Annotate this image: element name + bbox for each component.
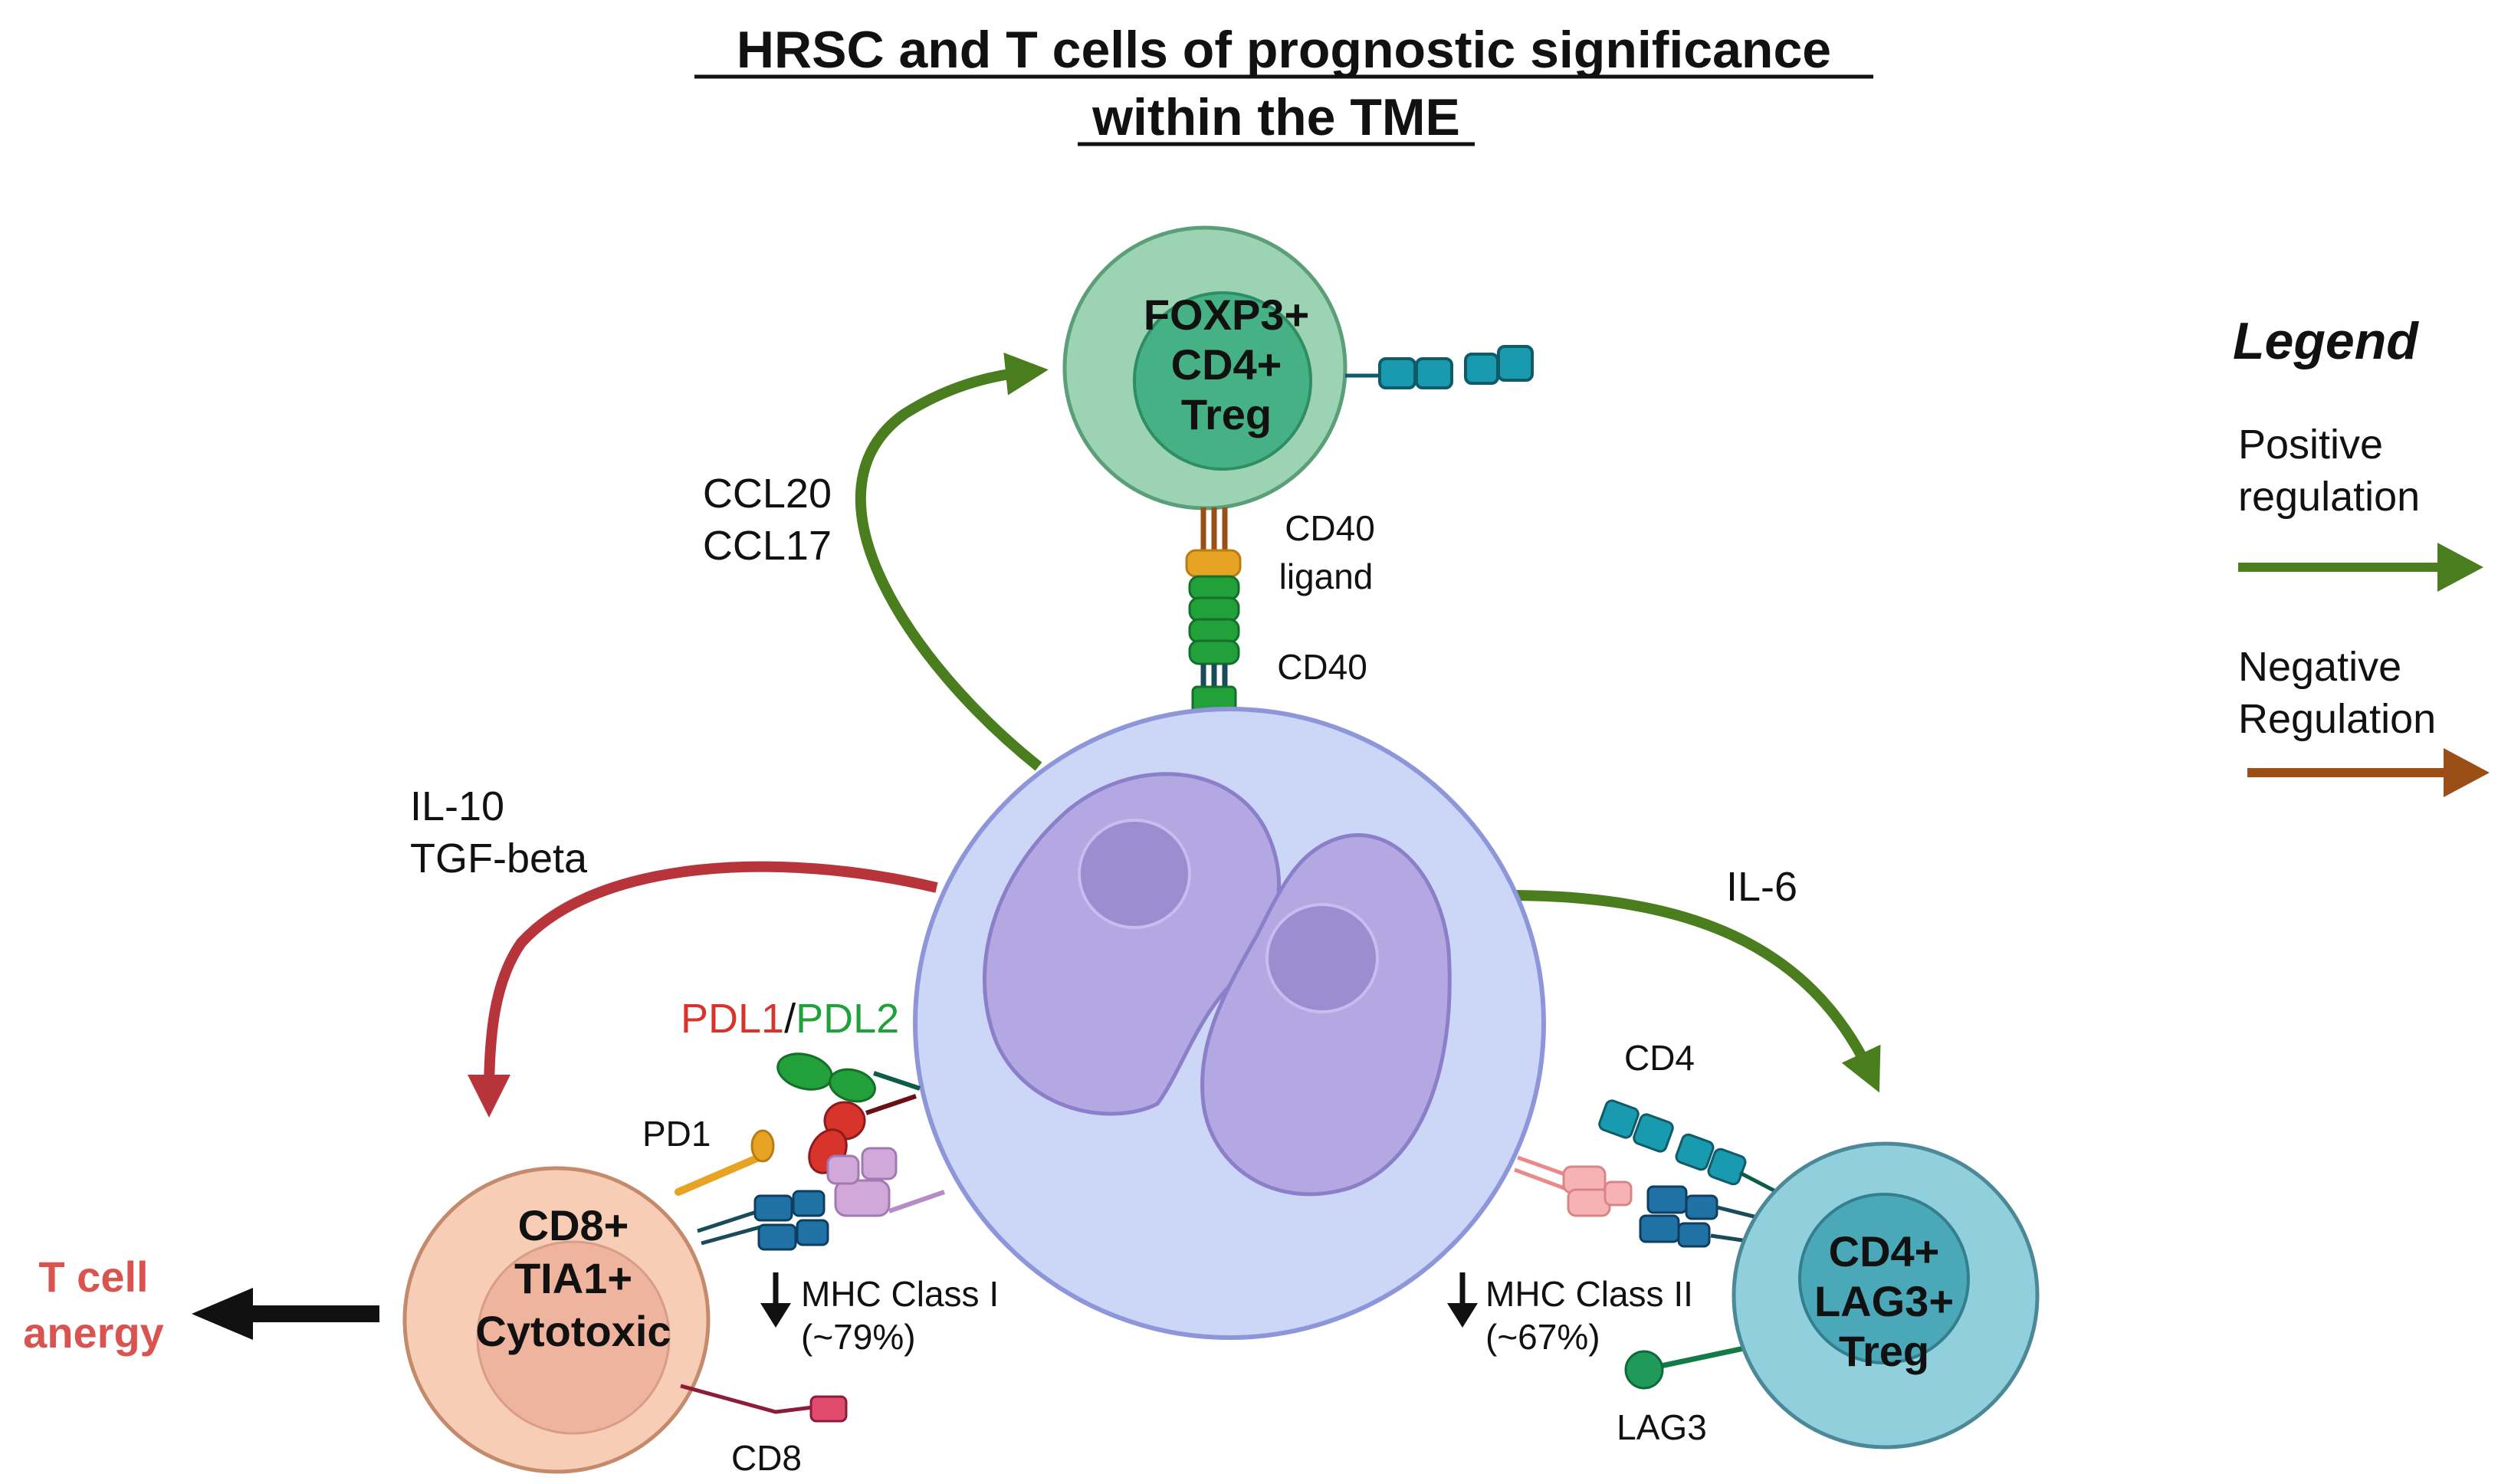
mhc1-label-1: MHC Class I xyxy=(801,1274,999,1314)
anergy-label-1: T cell xyxy=(38,1253,148,1301)
legend-negative-line-1: Negative xyxy=(2238,644,2401,690)
cd8-receptor-label: CD8 xyxy=(731,1438,802,1478)
legend-heading: Legend xyxy=(2233,312,2419,370)
legend-positive-line-1: Positive xyxy=(2238,422,2383,468)
mhc2-down-arrow-icon xyxy=(1447,1272,1478,1328)
treg-top-label-3: Treg xyxy=(1181,390,1272,438)
hrsc-nucleus-right xyxy=(1200,833,1452,1197)
cd40-receptor-icon xyxy=(1188,575,1240,724)
legend-positive-line-2: regulation xyxy=(2238,474,2420,520)
cd40-ligand-icon xyxy=(1185,507,1242,578)
legend-negative-line-2: Regulation xyxy=(2238,696,2436,742)
lag3-label-1: CD4+ xyxy=(1829,1227,1940,1276)
tcr-lag3-icon xyxy=(1639,1185,1764,1248)
cd8-label-1: CD8+ xyxy=(518,1201,629,1249)
mhc1-down-arrow-icon xyxy=(760,1272,791,1328)
lag3-label-2: LAG3+ xyxy=(1814,1277,1954,1325)
mhc-class-1-icon xyxy=(826,1147,945,1217)
pdl2-label: PDL2 xyxy=(796,996,899,1042)
cd8-coreceptor-icon xyxy=(680,1384,848,1423)
lag3-receptor-icon xyxy=(1624,1344,1748,1390)
treg-top-label-2: CD4+ xyxy=(1171,340,1282,389)
arrow-il6 xyxy=(1506,890,1881,1093)
pdl-label-group: PDL1/PDL2 xyxy=(681,996,899,1042)
pdl2-ligand-icon xyxy=(776,1052,921,1103)
pd1-receptor-icon xyxy=(675,1129,775,1196)
lag3-cell xyxy=(1732,1141,2040,1450)
il10-label: IL-10 xyxy=(410,783,504,829)
tcr-cd8-icon xyxy=(697,1190,829,1251)
mhc2-label-1: MHC Class II xyxy=(1485,1274,1693,1314)
tgf-beta-label: TGF-beta xyxy=(410,836,588,882)
cd4-receptor-icon xyxy=(1598,1099,1780,1195)
anergy-label-2: anergy xyxy=(23,1308,164,1357)
treg-top-cell xyxy=(1062,225,1347,511)
mhc2-label-2: (~67%) xyxy=(1485,1317,1600,1357)
cd8-label-2: TIA1+ xyxy=(514,1254,632,1302)
treg-top-receptor-icon xyxy=(1345,345,1534,389)
hrsc-nucleus-left xyxy=(982,772,1282,1116)
cd40-label: CD40 xyxy=(1277,647,1367,687)
legend-negative-arrow xyxy=(2247,748,2490,797)
arrow-il10-tgf xyxy=(468,861,938,1118)
hrsc-nucleolus-left xyxy=(1078,819,1191,929)
pd1-label: PD1 xyxy=(642,1114,711,1154)
pdl-slash: / xyxy=(784,996,796,1042)
lag3-receptor-label: LAG3 xyxy=(1617,1407,1707,1447)
mhc1-label-2: (~79%) xyxy=(801,1317,916,1357)
arrow-ccl20-ccl17 xyxy=(855,352,1049,771)
title-line-1: HRSC and T cells of prognostic significa… xyxy=(737,21,1831,79)
ccl20-label: CCL20 xyxy=(703,471,832,517)
cd8-label-3: Cytotoxic xyxy=(475,1307,671,1355)
hrsc-nucleolus-right xyxy=(1265,903,1379,1013)
pdl1-label: PDL1 xyxy=(681,996,784,1042)
ccl17-label: CCL17 xyxy=(703,523,832,569)
anergy-arrow xyxy=(192,1288,379,1340)
lag3-label-3: Treg xyxy=(1839,1327,1929,1375)
cd40-ligand-label-1: CD40 xyxy=(1285,508,1375,548)
title-line-2: within the TME xyxy=(1091,88,1460,146)
treg-top-label-1: FOXP3+ xyxy=(1144,291,1309,339)
cd4-label: CD4 xyxy=(1624,1038,1695,1078)
cd40-ligand-label-2: ligand xyxy=(1279,556,1374,596)
il6-label: IL-6 xyxy=(1726,864,1797,910)
mhc-class-2-icon xyxy=(1514,1155,1633,1217)
cd8-cell xyxy=(402,1166,711,1474)
legend-positive-arrow xyxy=(2238,543,2483,592)
hrsc-cell xyxy=(913,707,1546,1340)
